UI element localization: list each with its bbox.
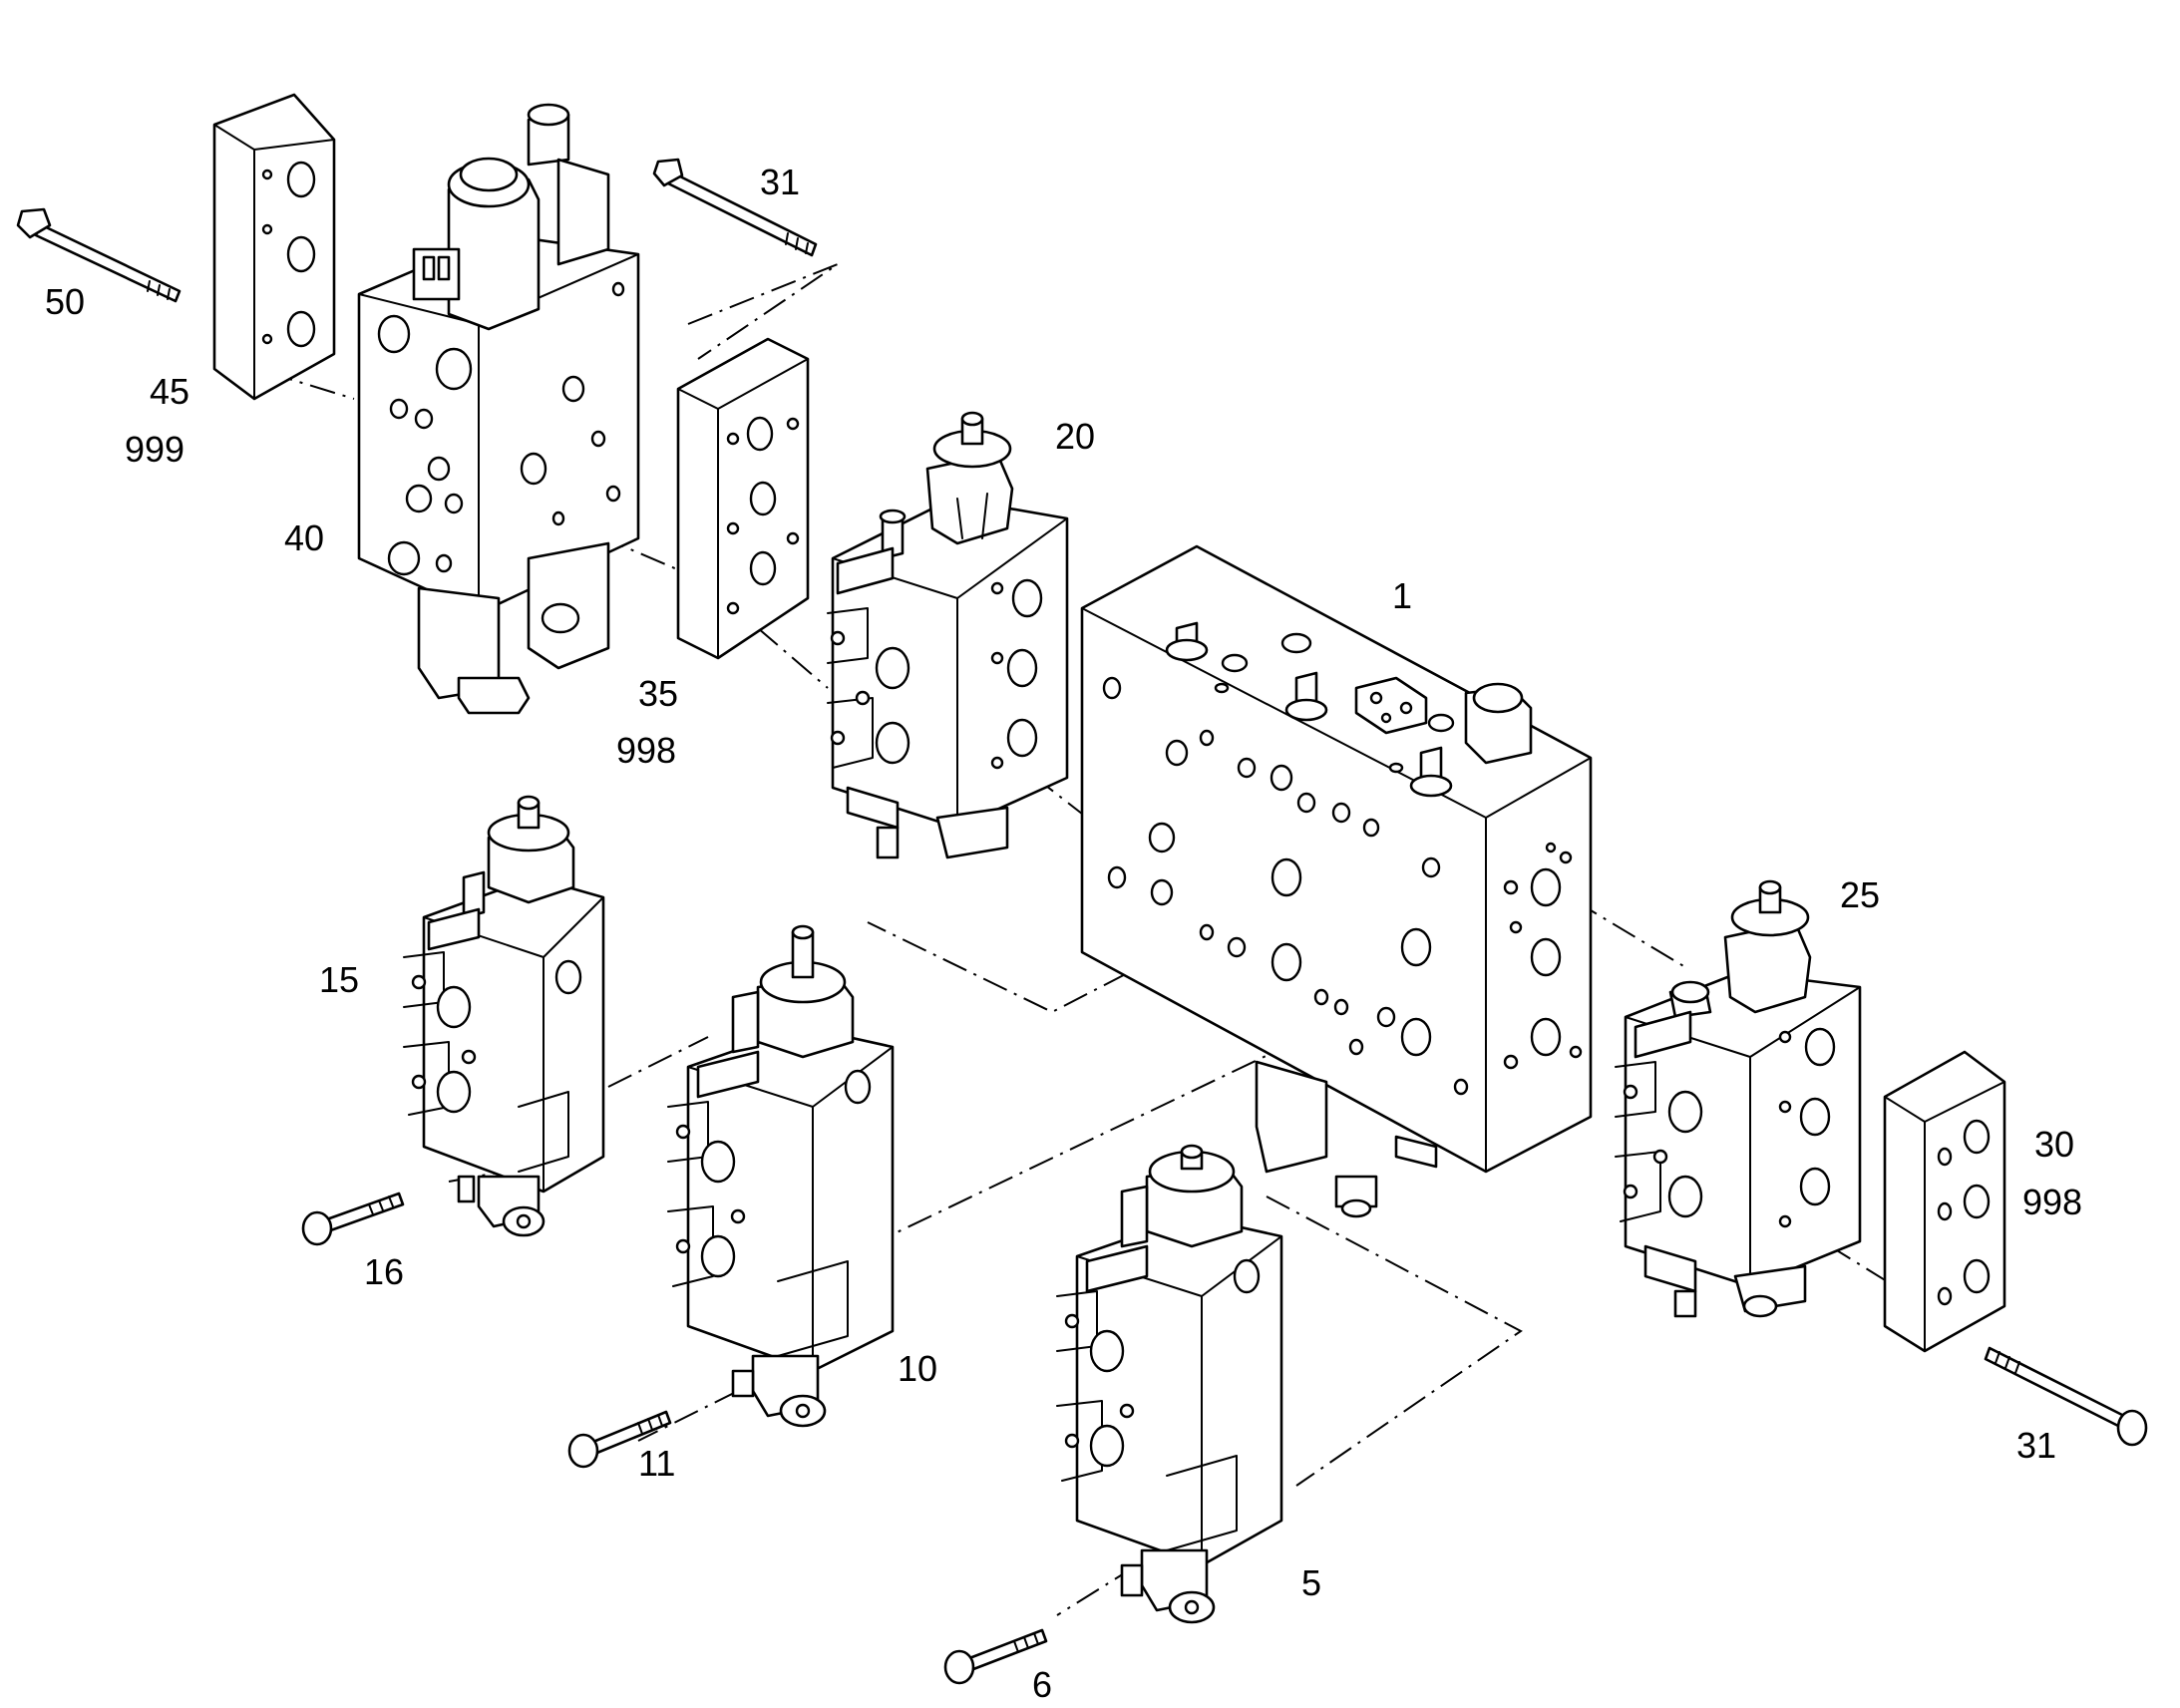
plate-part-35 <box>676 337 810 660</box>
callout-31-bottom: 31 <box>2016 1425 2056 1466</box>
callout-45-999: 999 <box>125 429 184 470</box>
bolt-part-31-bottom <box>1984 1346 2148 1447</box>
callout-25: 25 <box>1840 874 1880 915</box>
callout-6: 6 <box>1032 1664 1052 1705</box>
valve-part-40 <box>357 103 640 715</box>
bolt-part-16 <box>301 1192 405 1246</box>
callout-30-998: 998 <box>2022 1182 2082 1222</box>
callout-16: 16 <box>364 1251 404 1292</box>
callout-11: 11 <box>638 1443 675 1484</box>
callout-40: 40 <box>284 517 324 558</box>
plate-part-45 <box>212 93 336 401</box>
valve-part-25 <box>1615 879 1862 1318</box>
valve-part-15 <box>403 795 605 1237</box>
callout-45: 45 <box>150 371 189 412</box>
valve-part-10 <box>667 924 895 1428</box>
callout-35: 35 <box>638 673 678 714</box>
callout-30: 30 <box>2034 1124 2074 1165</box>
valve-part-20 <box>827 411 1069 859</box>
bolt-part-6 <box>943 1628 1048 1685</box>
bolt-part-31-top <box>652 158 818 257</box>
manifold-part-1 <box>1080 544 1593 1218</box>
callouts: 1 5 6 10 11 15 16 20 25 30 998 31 31 35 … <box>45 162 2082 1705</box>
callout-10: 10 <box>898 1348 937 1389</box>
bolt-part-11 <box>567 1410 672 1469</box>
plate-part-30 <box>1883 1050 2006 1353</box>
bolt-part-50 <box>16 207 182 303</box>
callout-1: 1 <box>1392 575 1412 616</box>
callout-35-998: 998 <box>616 730 676 771</box>
callout-50: 50 <box>45 281 85 322</box>
callout-15: 15 <box>319 959 359 1000</box>
valve-part-5 <box>1056 1144 1283 1624</box>
callout-5: 5 <box>1301 1562 1321 1603</box>
callout-20: 20 <box>1055 416 1095 457</box>
callout-31-top: 31 <box>760 162 800 202</box>
